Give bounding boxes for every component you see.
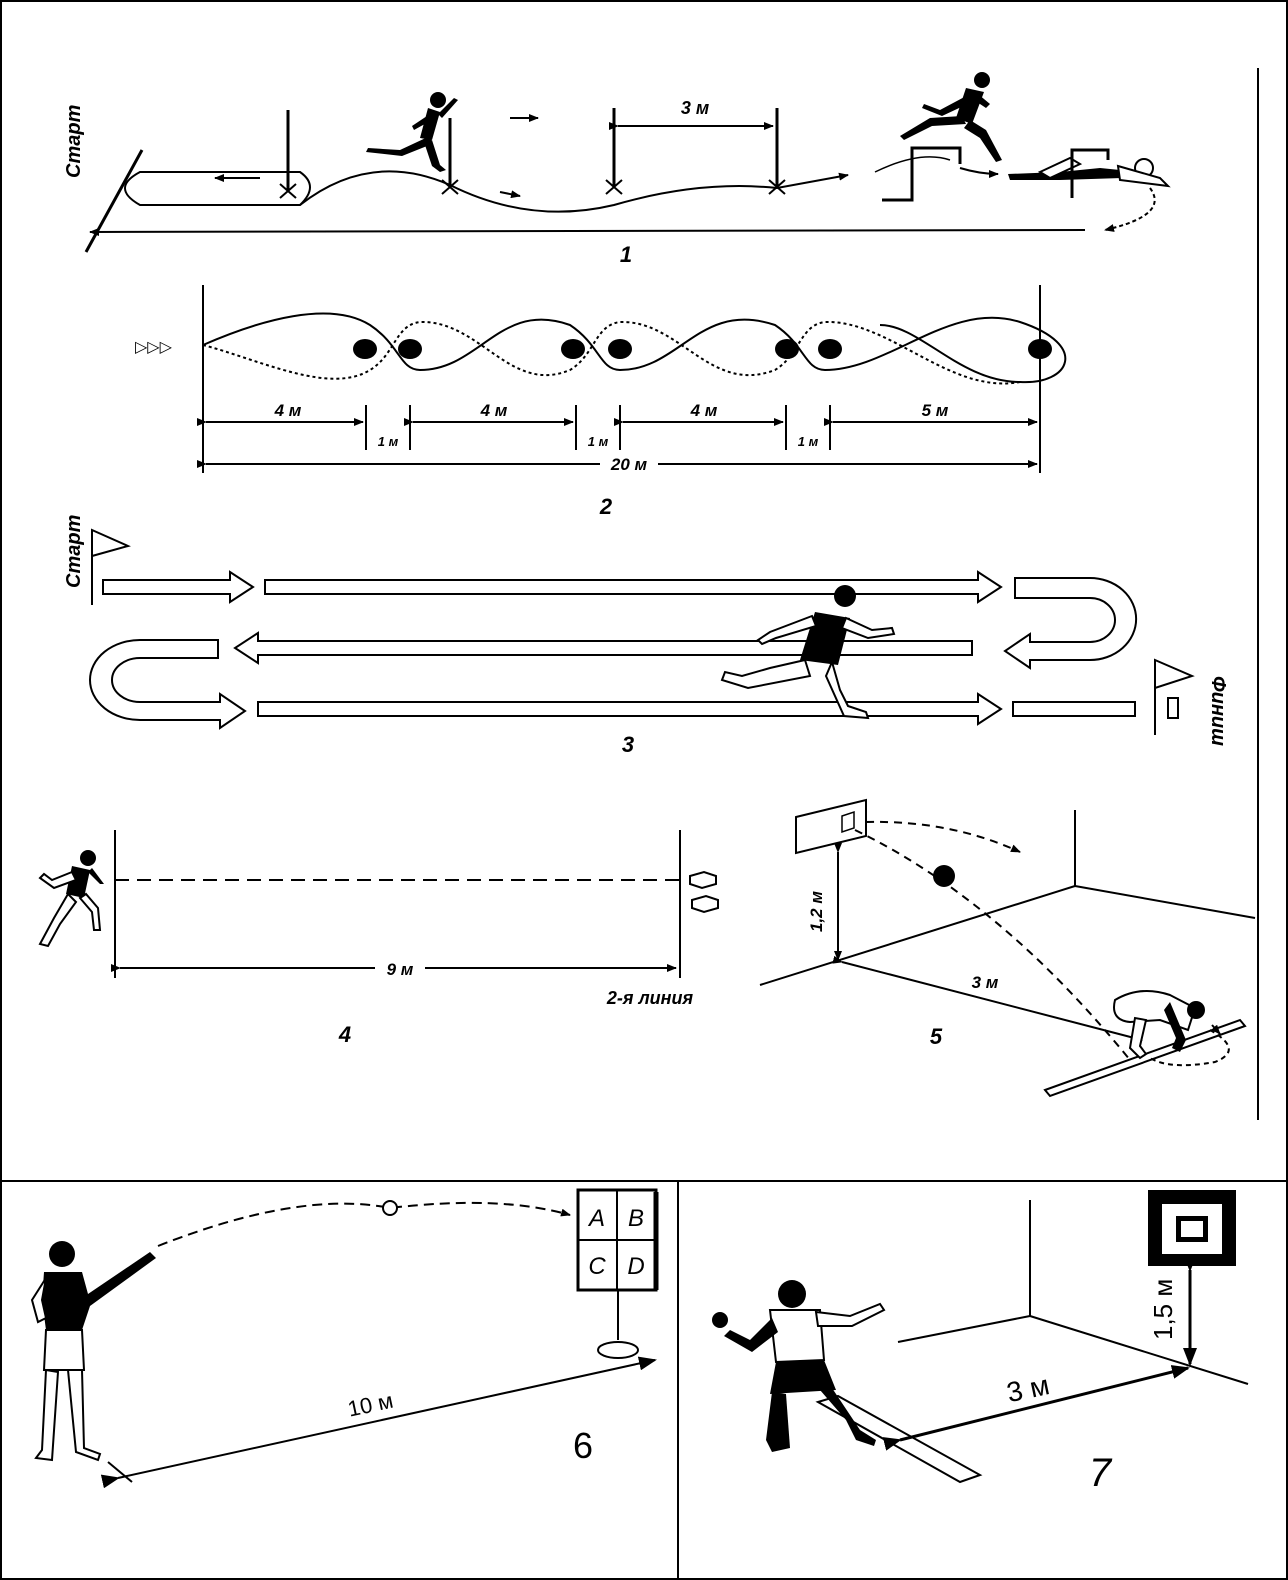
- pole-1: [279, 110, 297, 199]
- solid-path: [202, 312, 1067, 384]
- gap-label: 3 м: [681, 98, 709, 118]
- gap-label: 1 м: [588, 434, 609, 449]
- distance-label: 3 м: [972, 973, 999, 992]
- diagram-6-target-throw: A B C D 10 м 6: [30, 1188, 659, 1489]
- blocks-icon: [689, 870, 719, 914]
- target-board-icon: [795, 798, 867, 855]
- arrow-bar: [257, 692, 1003, 726]
- seg-label: 4 м: [480, 401, 508, 420]
- crouching-player-icon: [1113, 990, 1205, 1060]
- thrower-icon: [30, 1241, 156, 1462]
- finish-label: Финиш: [1207, 676, 1229, 746]
- gap-label: 1 м: [798, 434, 819, 449]
- start-arrows-icon: ▷▷▷: [135, 339, 173, 356]
- thrower-icon: [712, 1280, 886, 1452]
- arrow-bar: [102, 570, 255, 604]
- low-barrier-icon: [1070, 148, 1110, 198]
- run-path: [299, 170, 849, 213]
- target-cell: C: [588, 1253, 606, 1280]
- total-label: 20 м: [610, 455, 648, 474]
- throw-line: [1043, 1018, 1247, 1098]
- ball-icon: [933, 865, 955, 887]
- diagram-4-number: 4: [338, 1022, 351, 1047]
- ball-icon: [382, 1200, 398, 1216]
- diagram-5-number: 5: [930, 1024, 943, 1049]
- finish-flag-icon: [1154, 658, 1195, 735]
- gap-label: 1 м: [378, 434, 399, 449]
- distance-label: 10 м: [345, 1388, 395, 1422]
- line-label: 2-я линия: [606, 988, 694, 1008]
- diagram-5-ball-throw-wall: 1,2 м 3 м 5: [759, 798, 1256, 1098]
- arrow-bar: [233, 631, 973, 665]
- return-arrow: [89, 227, 1086, 236]
- diagram-1-obstacle-run: Старт 3 м: [63, 72, 1171, 267]
- diagram-3-number: 3: [622, 732, 634, 757]
- diagram-7-number: 7: [1089, 1451, 1113, 1495]
- start-loop: [124, 171, 311, 206]
- hurdle-icon: [882, 146, 962, 202]
- target-cell: A: [587, 1205, 605, 1232]
- target-square-icon: [1148, 1190, 1236, 1266]
- dotted-path: [202, 320, 1021, 385]
- start-label: Старт: [63, 515, 85, 588]
- distance-arrow: [882, 1365, 1190, 1451]
- finish-bar: [1012, 701, 1136, 717]
- diagram-2-shuttle-dribble: ▷▷▷ 4 м 1 м 4 м 1 м 4: [135, 285, 1067, 519]
- pole-4: [768, 108, 786, 195]
- diagram-7-wall-target-throw: 1,5 м 3 м 7: [712, 1190, 1249, 1495]
- seg-label: 4 м: [690, 401, 718, 420]
- u-turn-left: [89, 639, 247, 730]
- diagram-1-number: 1: [620, 242, 632, 267]
- diagram-3-shuttle-run: Старт Финиш 3: [63, 515, 1229, 757]
- diagram-4-run-9m: 9 м 2-я линия 4: [38, 830, 719, 1047]
- runner-icon: [38, 850, 104, 948]
- diagram-2-number: 2: [599, 494, 613, 519]
- crawler-icon: [1008, 156, 1171, 188]
- pole-3: [605, 108, 623, 195]
- height-label: 1,5 м: [1148, 1279, 1178, 1340]
- start-label: Старт: [63, 105, 85, 178]
- hurdle-jumper-icon: [900, 72, 1002, 162]
- target-cell: B: [628, 1205, 644, 1232]
- arrow-bar: [264, 570, 1003, 604]
- ball-icon: [353, 339, 1052, 359]
- diagram-6-number: 6: [573, 1425, 593, 1466]
- start-flag-icon: [91, 528, 131, 605]
- target-board: A B C D: [576, 1188, 659, 1359]
- seg-label: 5 м: [922, 401, 949, 420]
- seg-label: 4 м: [274, 401, 302, 420]
- runner-icon: [366, 92, 458, 172]
- target-cell: D: [627, 1253, 644, 1280]
- throw-trajectory: [157, 1201, 571, 1247]
- runner-icon: [720, 585, 896, 720]
- distance-label: 9 м: [387, 960, 414, 979]
- u-turn-right: [1003, 577, 1138, 670]
- height-label: 1,2 м: [807, 891, 826, 932]
- distance-arrow: [100, 1356, 657, 1489]
